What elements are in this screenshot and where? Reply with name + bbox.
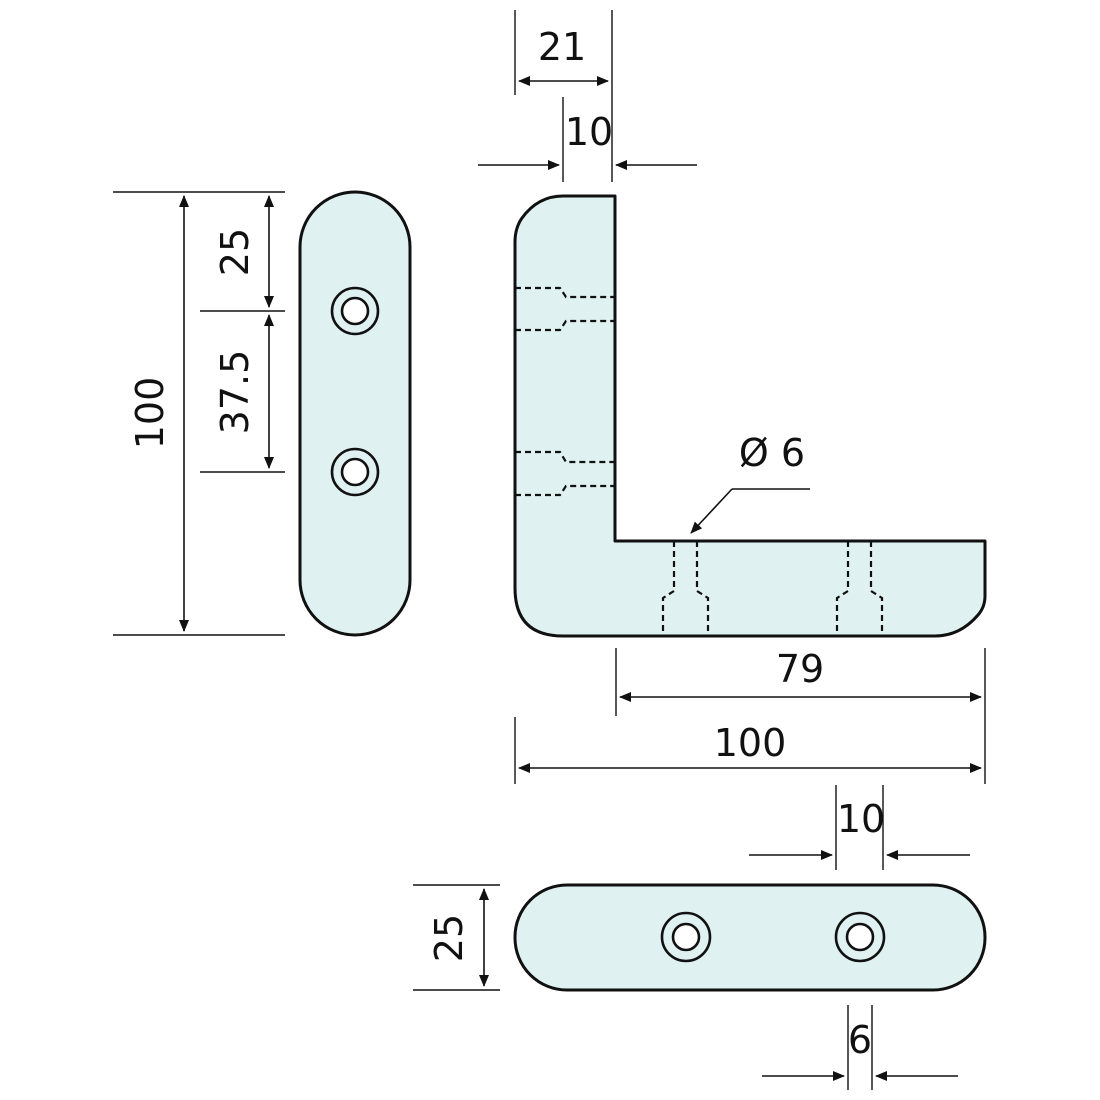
side-view xyxy=(298,190,412,637)
hidden-hole-horizontal-left xyxy=(661,541,710,636)
dim-label-side-height: 100 xyxy=(128,377,172,450)
side-view-body xyxy=(298,190,412,637)
side-hole-upper-inner xyxy=(340,296,370,326)
side-hole-lower xyxy=(330,447,380,497)
bottom-hole-right xyxy=(834,911,886,963)
bottom-view xyxy=(513,883,987,992)
bottom-view-dimensions: 10 25 6 xyxy=(413,785,970,1090)
dim-label-inner-length: 79 xyxy=(776,647,824,691)
dim-label-side-top-offset: 25 xyxy=(213,228,257,276)
bottom-view-body xyxy=(513,883,987,992)
dim-label-bottom-hole: 6 xyxy=(848,1018,872,1062)
front-view xyxy=(513,194,987,638)
dim-label-hole-diameter: Ø 6 xyxy=(739,431,805,475)
hidden-hole-vertical-lower xyxy=(515,450,615,497)
dim-label-overall-length: 100 xyxy=(714,721,787,765)
bottom-hole-left-inner xyxy=(671,922,701,952)
side-view-dimensions: 100 25 37.5 xyxy=(113,191,285,636)
front-view-body xyxy=(513,194,987,638)
front-view-dimensions: 21 10 Ø 6 79 100 xyxy=(478,10,986,784)
dim-label-top-thickness: 10 xyxy=(565,110,613,154)
dim-label-bottom-height: 25 xyxy=(427,914,471,962)
dim-label-side-hole-spacing: 37.5 xyxy=(213,350,257,435)
dim-label-bottom-spacing: 10 xyxy=(837,797,885,841)
leader-arrow-diameter xyxy=(690,488,733,534)
bottom-hole-left xyxy=(660,911,712,963)
hidden-hole-vertical-upper xyxy=(515,286,615,332)
hidden-hole-horizontal-right xyxy=(835,541,884,636)
side-hole-lower-inner xyxy=(340,457,370,487)
bottom-hole-right-inner xyxy=(845,922,875,952)
side-hole-upper xyxy=(330,286,380,336)
dim-label-top-width: 21 xyxy=(538,25,586,69)
